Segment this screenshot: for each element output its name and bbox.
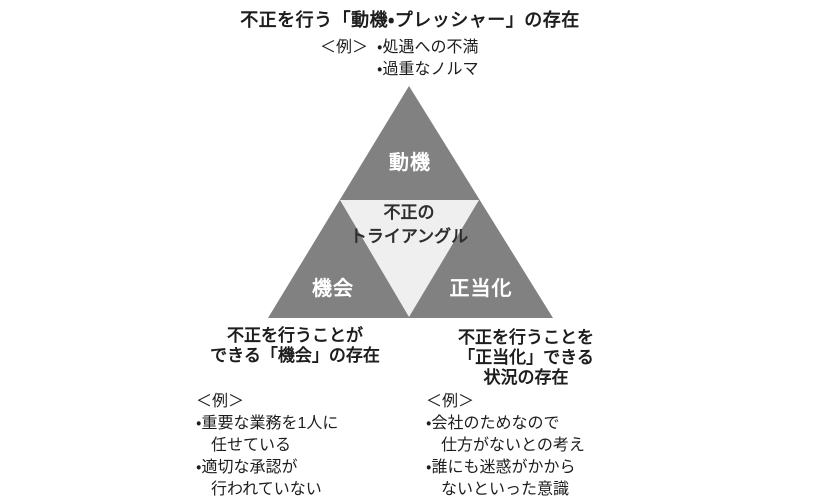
opportunity-example-label: ＜例＞ bbox=[196, 393, 245, 410]
opportunity-heading: 不正を行うことが できる「機会」の存在 bbox=[195, 326, 395, 366]
top-example-label: ＜例＞ bbox=[320, 39, 369, 56]
inner-triangle-shape bbox=[340, 200, 479, 317]
opportunity-example-item: ・適切な承認が bbox=[196, 459, 298, 476]
rationalization-example-item: ・会社のためなので bbox=[426, 415, 560, 432]
triangle-center-label: 不正の トライアングル bbox=[329, 201, 489, 249]
opportunity-example-item-continuation: 任せている bbox=[211, 437, 292, 454]
rationalization-heading-line: 不正を行うことを bbox=[458, 328, 594, 347]
top-example-list: ・処遇への不満 ・過重なノルマ bbox=[377, 37, 478, 81]
opportunity-heading-line: できる「機会」の存在 bbox=[210, 346, 380, 365]
rationalization-heading-line: 状況の存在 bbox=[483, 368, 569, 387]
rationalization-example-item-continuation: ないといった意識 bbox=[441, 481, 570, 498]
rationalization-example-label: ＜例＞ bbox=[426, 393, 475, 410]
rationalization-heading-line: 「正当化」できる bbox=[458, 348, 594, 367]
top-example-item: ・過重なノルマ bbox=[377, 61, 479, 78]
center-label-line: トライアングル bbox=[349, 227, 469, 246]
rationalization-example-block: ＜例＞ ・会社のためなので 仕方がないとの考え ・誰にも迷惑がかから ないといっ… bbox=[426, 391, 585, 501]
center-label-line: 不正の bbox=[383, 203, 435, 222]
diagram-title: 不正を行う「動機・プレッシャー」の存在 bbox=[240, 10, 580, 30]
rationalization-example-item: ・誰にも迷惑がかから bbox=[426, 459, 576, 476]
triangle-label-opportunity: 機会 bbox=[312, 278, 354, 300]
top-example-item: ・処遇への不満 bbox=[377, 39, 479, 56]
rationalization-heading: 不正を行うことを 「正当化」できる 状況の存在 bbox=[426, 328, 626, 388]
triangle-label-rationalization: 正当化 bbox=[449, 278, 513, 300]
opportunity-example-item-continuation: 行われていない bbox=[211, 481, 322, 498]
rationalization-example-item-continuation: 仕方がないとの考え bbox=[441, 437, 585, 454]
opportunity-example-item: ・重要な業務を1人に bbox=[196, 415, 339, 432]
opportunity-example-block: ＜例＞ ・重要な業務を1人に 任せている ・適切な承認が 行われていない bbox=[196, 391, 338, 501]
top-example-block: ＜例＞ ・処遇への不満 ・過重なノルマ bbox=[320, 37, 478, 81]
triangle-label-motive: 動機 bbox=[389, 152, 431, 174]
opportunity-heading-line: 不正を行うことが bbox=[227, 326, 363, 345]
